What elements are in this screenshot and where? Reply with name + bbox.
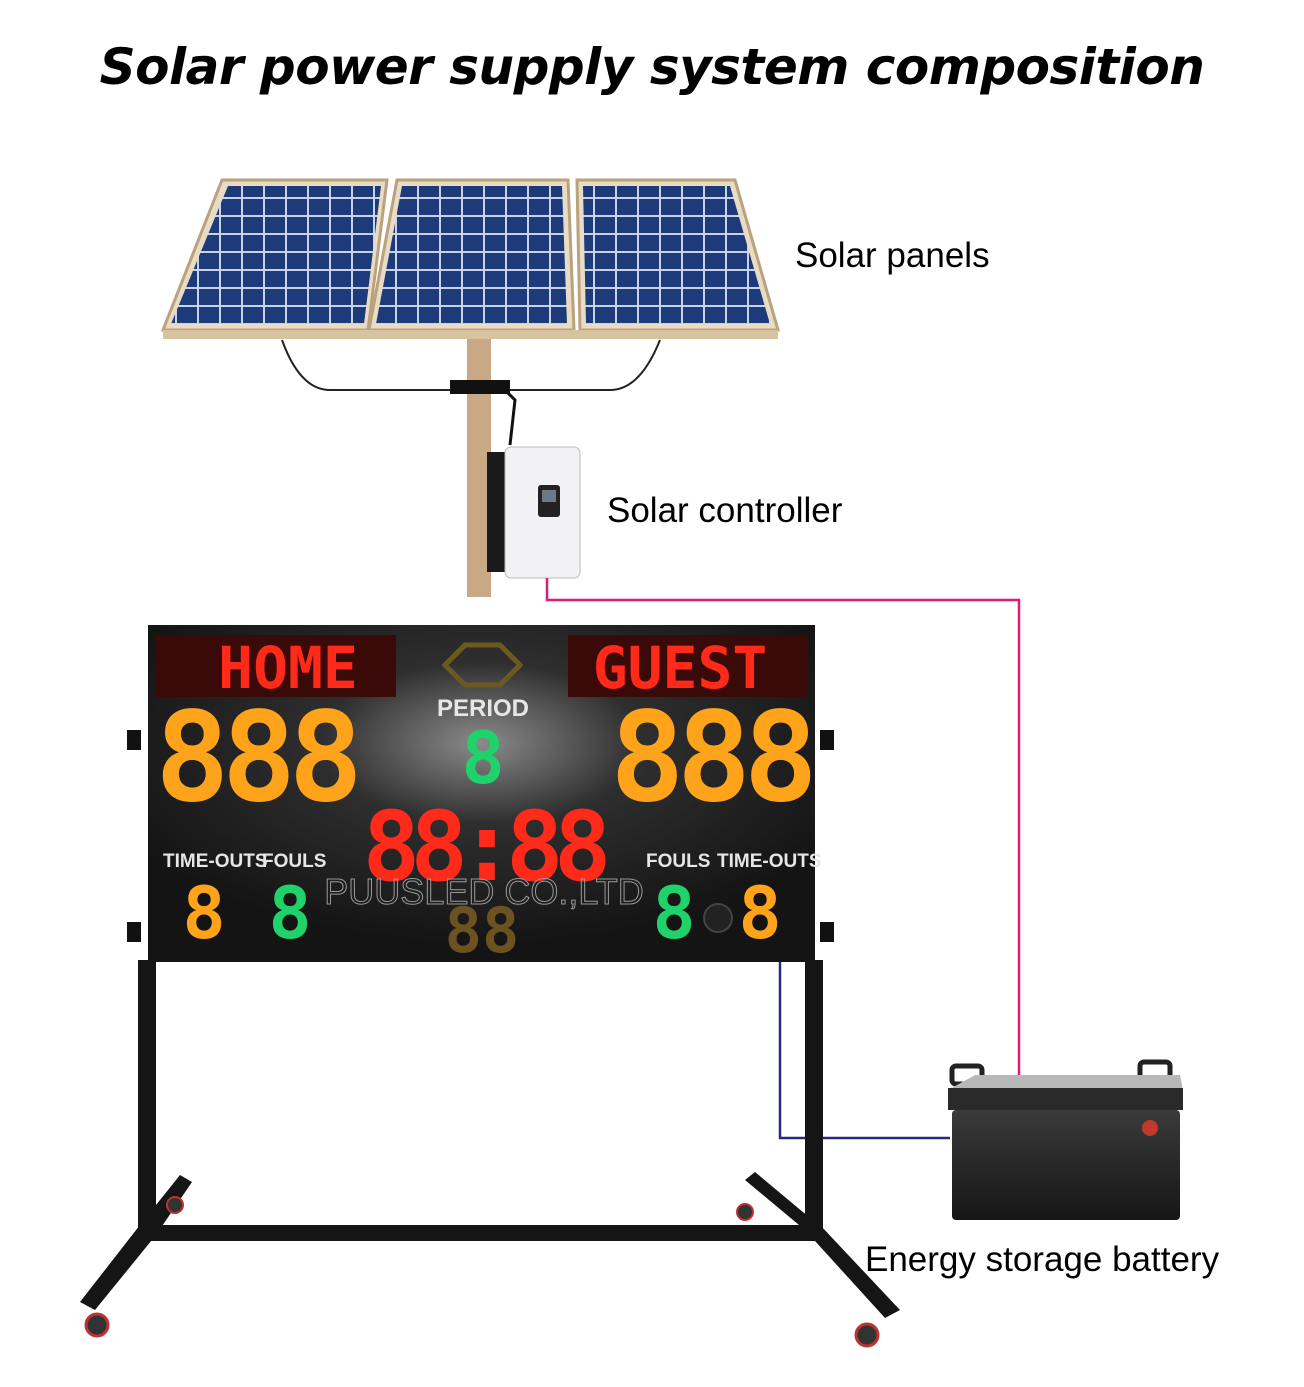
battery: [948, 1059, 1183, 1220]
solar-controller: [487, 446, 581, 579]
scoreboard: HOME GUEST PERIOD 8 888 888 88:88 TIME-O…: [127, 625, 834, 967]
right-timeouts-label: TIME-OUTS: [717, 851, 822, 872]
left-fouls: 8: [268, 871, 311, 955]
guest-label: GUEST: [593, 634, 768, 702]
solar-panels: [160, 178, 780, 339]
controller-battery-wire: [545, 578, 1021, 1080]
home-score: 888: [155, 686, 355, 830]
watermark: PUUSLED CO.,LTD: [324, 871, 643, 912]
guest-score: 888: [610, 686, 810, 830]
right-fouls-label: FOULS: [646, 851, 710, 872]
scoreboard-stand: [80, 960, 900, 1348]
left-timeouts: 8: [182, 871, 225, 955]
solar-panels-label: Solar panels: [795, 236, 990, 275]
solar-controller-label: Solar controller: [607, 491, 843, 530]
diagram-title: Solar power supply system composition: [99, 38, 1205, 96]
left-fouls-label: FOULS: [262, 851, 326, 872]
home-label: HOME: [218, 634, 358, 702]
right-fouls: 8: [652, 871, 695, 955]
scoreboard-battery-wire: [778, 962, 950, 1140]
shot-clock: 88: [445, 894, 520, 967]
right-timeouts: 8: [738, 871, 781, 955]
game-clock: 88:88: [363, 791, 606, 903]
left-timeouts-label: TIME-OUTS: [163, 851, 268, 872]
period-label: PERIOD: [437, 695, 529, 722]
battery-label: Energy storage battery: [865, 1240, 1220, 1279]
period-digit: 8: [461, 716, 504, 800]
